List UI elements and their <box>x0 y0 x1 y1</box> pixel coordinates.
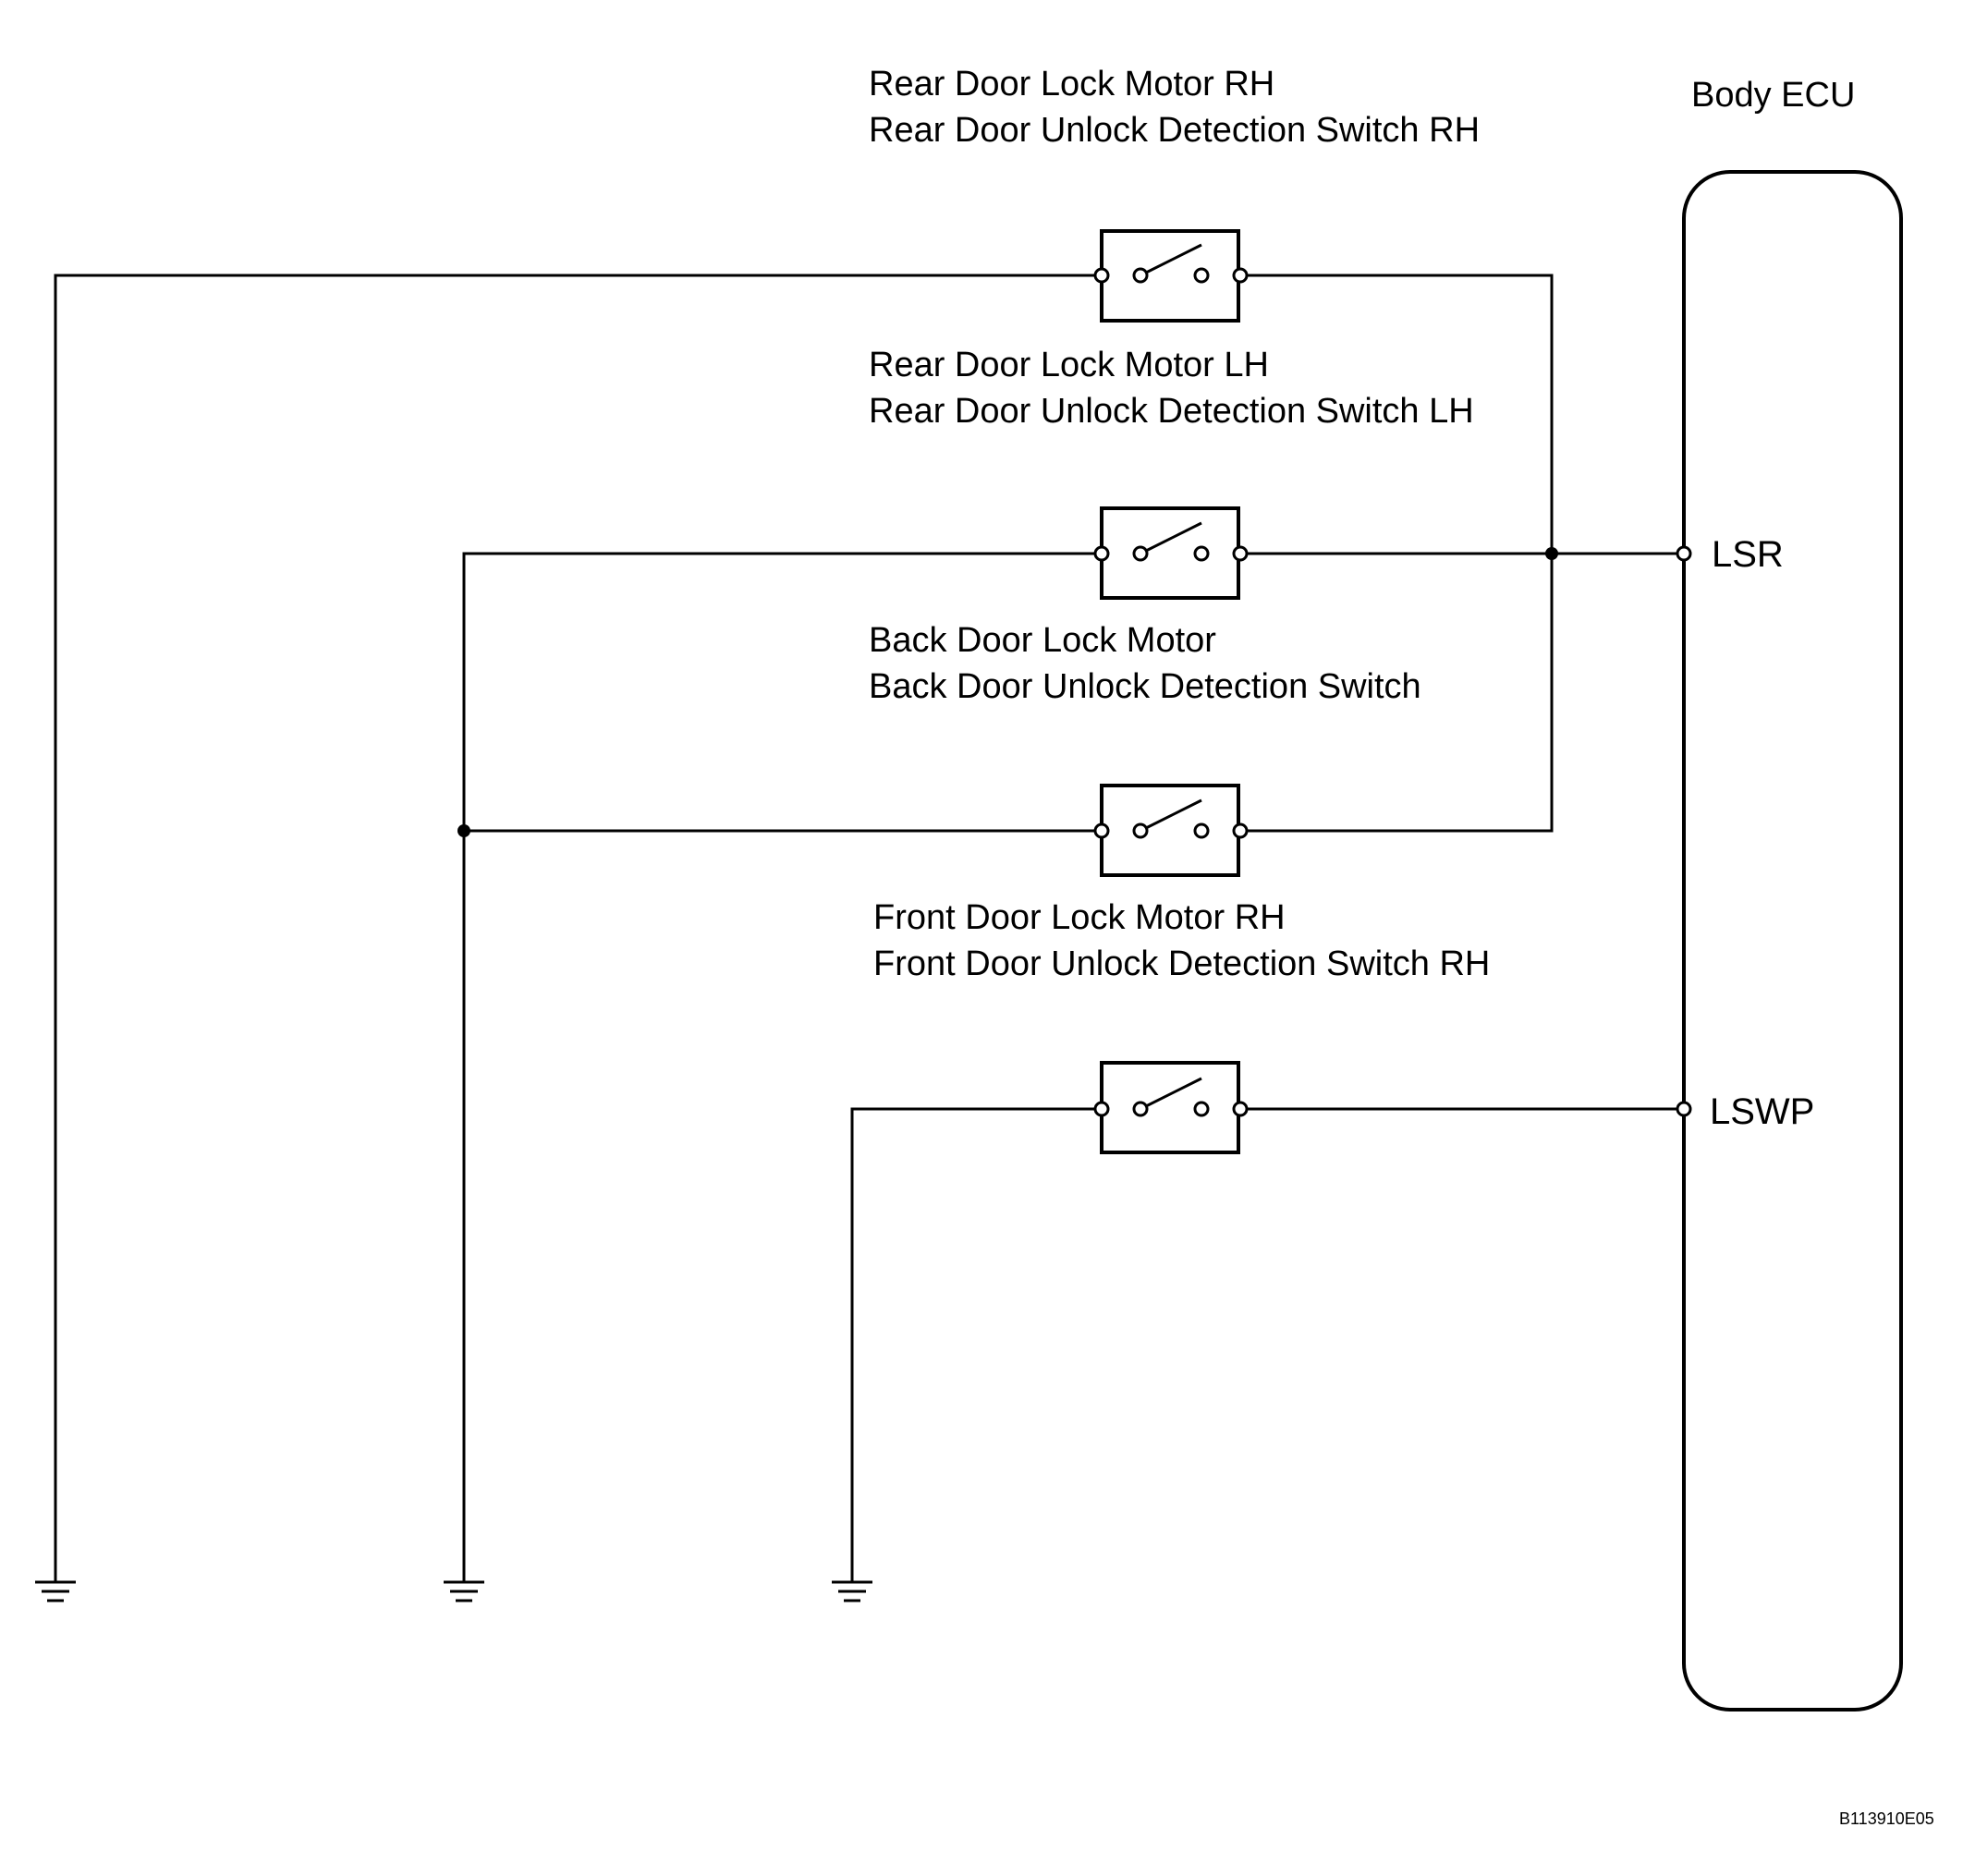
switch-2-label-line1: Rear Door Lock Motor LH <box>869 346 1269 384</box>
switch-rear-door-lh <box>1093 506 1249 600</box>
switch-1-label-line2: Rear Door Unlock Detection Switch RH <box>869 111 1480 150</box>
pin-lswp-label: LSWP <box>1710 1091 1814 1132</box>
ground-icon <box>444 1580 484 1602</box>
switch-2-label-line2: Rear Door Unlock Detection Switch LH <box>869 392 1474 431</box>
switch-4-label-line1: Front Door Lock Motor RH <box>873 898 1286 937</box>
ecu-title: Body ECU <box>1691 76 1855 115</box>
pin-lsr-label: LSR <box>1712 534 1784 575</box>
junction-dot <box>457 824 470 837</box>
switch-3-label-line2: Back Door Unlock Detection Switch <box>869 667 1421 706</box>
pin-lswp-terminal <box>1676 1101 1692 1117</box>
ground-icon <box>35 1580 76 1602</box>
switch-3-label-line1: Back Door Lock Motor <box>869 621 1216 660</box>
wire-rear-rh-ground <box>54 274 1102 1582</box>
figure-code: B113910E05 <box>1839 1809 1934 1828</box>
switch-rear-door-rh <box>1093 229 1249 323</box>
wire-rear-lh-ground <box>462 552 1102 1582</box>
body-ecu-box <box>1682 170 1903 1712</box>
switch-1-label-line1: Rear Door Lock Motor RH <box>869 65 1274 104</box>
junction-dot <box>1545 547 1558 560</box>
ground-icon <box>832 1580 872 1602</box>
wire-front-rh-ground <box>850 1107 1102 1582</box>
switch-back-door <box>1093 784 1249 877</box>
pin-lsr-terminal <box>1676 545 1692 562</box>
switch-front-door-rh <box>1093 1061 1249 1154</box>
switch-4-label-line2: Front Door Unlock Detection Switch RH <box>873 944 1490 983</box>
